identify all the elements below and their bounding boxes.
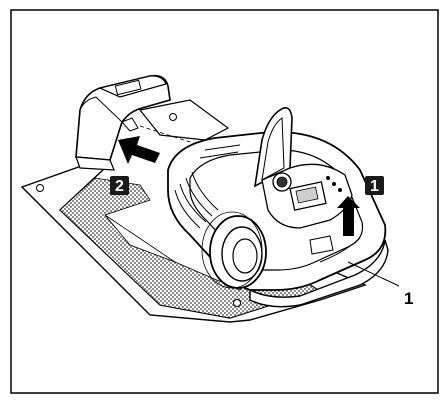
- keypad-key-icon: [326, 176, 330, 180]
- charging-station: [75, 74, 171, 171]
- step-badge-2: 2: [110, 176, 129, 195]
- robotic-mower: [167, 107, 389, 308]
- push-arrow-icon: [118, 136, 160, 164]
- mower-wheel: [201, 211, 267, 289]
- lift-arrow-icon: [337, 196, 360, 236]
- step-badge-1: 1: [365, 176, 384, 195]
- figure-border: [10, 9, 439, 394]
- peg-icon: [169, 113, 177, 121]
- step-2-number: 2: [115, 178, 124, 195]
- peg-icon: [233, 299, 241, 307]
- callout-1: 1: [347, 261, 413, 308]
- callout-leader-line: [347, 261, 400, 287]
- peg-icon: [36, 184, 44, 192]
- callout-number: 1: [404, 289, 413, 308]
- step-1-number: 1: [370, 178, 379, 195]
- keypad-key-icon: [338, 188, 342, 192]
- keypad-key-icon: [332, 182, 336, 186]
